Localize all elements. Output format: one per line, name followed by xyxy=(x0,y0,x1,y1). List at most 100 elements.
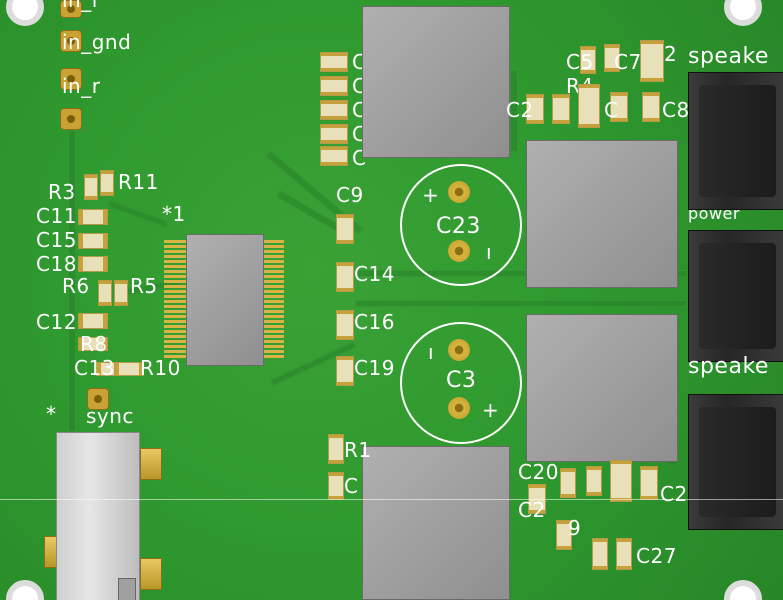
label-c3-plus: + xyxy=(482,398,500,422)
capacitor-c23-outline xyxy=(400,164,522,286)
capacitor-c11 xyxy=(78,209,108,225)
label-c12: C12 xyxy=(36,310,77,334)
label-sync: sync xyxy=(86,404,134,428)
capacitor-c14 xyxy=(336,262,354,292)
resistor-r1 xyxy=(328,434,344,464)
resistor-r11 xyxy=(100,170,114,196)
resistor-r8 xyxy=(78,337,108,351)
label-c23-minus: ı xyxy=(486,240,493,264)
capacitor-c7 xyxy=(604,44,620,72)
resistor-r5 xyxy=(114,280,128,306)
label-c8: C8 xyxy=(662,98,690,122)
capacitor-c3-pad xyxy=(448,339,470,361)
capacitor xyxy=(320,146,348,166)
header-pin xyxy=(60,30,82,52)
capacitor xyxy=(320,124,348,144)
terminal-block-speaker-1 xyxy=(688,72,783,210)
mounting-hole xyxy=(724,580,762,600)
label-sync-marker: * xyxy=(46,402,57,426)
label-c3-minus: ı xyxy=(428,340,435,364)
inductor-top-left xyxy=(362,6,510,158)
label-c16: C16 xyxy=(354,310,395,334)
ic-pins-left xyxy=(164,240,186,358)
capacitor xyxy=(586,466,602,496)
resistor xyxy=(578,84,600,128)
capacitor-c23-pad xyxy=(448,181,470,203)
inductor-bottom-right xyxy=(526,314,678,462)
label-r8: R8 xyxy=(80,332,108,356)
ic-u1 xyxy=(186,234,264,366)
capacitor xyxy=(320,76,348,96)
label-speaker-2: speake xyxy=(688,354,769,379)
capacitor-c19 xyxy=(336,356,354,386)
mounting-hole xyxy=(6,580,44,600)
trace xyxy=(68,130,76,432)
label-r1: R1 xyxy=(344,438,372,462)
resistor-r10 xyxy=(114,362,144,376)
label-c2-top: 2 xyxy=(664,42,678,66)
label-c11: C11 xyxy=(36,204,77,228)
label-r11: R11 xyxy=(118,170,159,194)
capacitor-c5 xyxy=(580,46,596,74)
capacitor xyxy=(642,92,660,122)
capacitor xyxy=(320,52,348,72)
sync-connector-latch xyxy=(118,578,136,600)
label-c14: C14 xyxy=(354,262,395,286)
capacitor xyxy=(610,460,632,502)
label-c9: C9 xyxy=(336,183,364,207)
capacitor xyxy=(556,520,572,550)
capacitor-c3-outline xyxy=(400,322,522,444)
capacitor-c16 xyxy=(336,310,354,340)
trace xyxy=(510,70,518,152)
label-c20: C20 xyxy=(518,460,559,484)
label-r3: R3 xyxy=(48,180,76,204)
label-c23-plus: + xyxy=(422,183,440,207)
label-c19: C19 xyxy=(354,356,395,380)
connector-pad xyxy=(140,448,162,480)
capacitor xyxy=(526,94,544,124)
label-power: power xyxy=(688,204,740,223)
mounting-hole xyxy=(724,0,762,26)
trace xyxy=(355,300,687,307)
ic-pins-right xyxy=(262,240,284,358)
sync-connector xyxy=(56,432,140,600)
connector-pad xyxy=(140,558,162,590)
label-c7: C7 xyxy=(614,50,642,74)
label-c25: 9 xyxy=(568,516,582,540)
capacitor-c9 xyxy=(336,214,354,244)
label-c15: C15 xyxy=(36,228,77,252)
capacitor xyxy=(610,92,628,122)
label-c27: C27 xyxy=(636,544,677,568)
capacitor-c3-pad xyxy=(448,397,470,419)
label-u1-marker: *1 xyxy=(162,202,186,226)
capacitor xyxy=(552,94,570,124)
view-guide-line xyxy=(0,499,783,500)
capacitor-c18 xyxy=(78,256,108,272)
label-r5: R5 xyxy=(130,274,158,298)
label-c5: C5 xyxy=(566,50,594,74)
trace xyxy=(107,200,169,228)
label-in-r: in_r xyxy=(62,74,101,98)
label-c23: C23 xyxy=(436,214,481,239)
label-r10: R10 xyxy=(140,356,181,380)
capacitor-c27 xyxy=(616,538,632,570)
capacitor-c12 xyxy=(78,313,108,329)
capacitor-top xyxy=(640,40,664,82)
capacitor-c23-pad xyxy=(448,240,470,262)
resistor-r6 xyxy=(98,280,112,306)
resistor-r3 xyxy=(84,174,98,200)
trace xyxy=(355,270,687,277)
label-c13: C13 xyxy=(74,356,115,380)
label-c22: C2 xyxy=(518,498,546,522)
mounting-hole xyxy=(6,0,44,26)
label-c-bottom: C xyxy=(344,474,359,498)
label-c18: C18 xyxy=(36,252,77,276)
capacitor xyxy=(640,466,658,500)
label-speaker-1: speake xyxy=(688,44,769,69)
header-pin xyxy=(60,0,82,18)
inductor-bottom-left xyxy=(362,446,510,600)
header-pin xyxy=(60,68,82,90)
terminal-block-speaker-2 xyxy=(688,394,783,530)
label-c-top-mid2: C xyxy=(604,98,619,122)
